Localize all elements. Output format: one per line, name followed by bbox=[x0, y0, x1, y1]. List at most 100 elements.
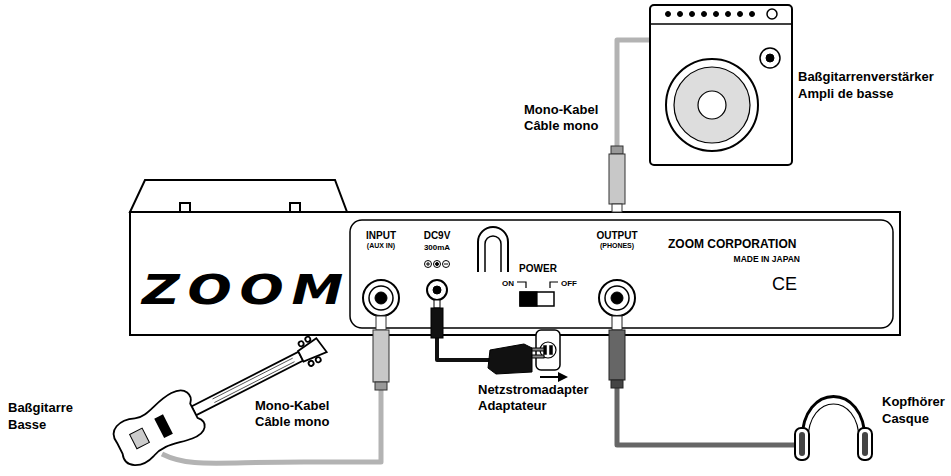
panel-label: DC9V bbox=[377, 230, 497, 242]
power-adapter-part bbox=[532, 348, 544, 351]
bass-amplifier-part bbox=[650, 5, 792, 165]
device-caption: Baßgitarre bbox=[8, 400, 73, 416]
cable-label: Mono-Kabel Câble mono bbox=[255, 398, 341, 430]
input-jack-part bbox=[363, 280, 399, 316]
polarity-symbol-part bbox=[436, 263, 439, 266]
polarity-symbol-part bbox=[443, 261, 450, 268]
power-switch-part bbox=[550, 282, 558, 288]
bass-amplifier-part bbox=[678, 12, 683, 17]
device-caption: Adaptateur bbox=[478, 398, 547, 414]
input-jack-part bbox=[375, 292, 387, 304]
bass-guitar-cable bbox=[162, 454, 304, 463]
bass-guitar-part bbox=[304, 336, 311, 343]
bass-amplifier-part bbox=[750, 12, 755, 17]
bass-amplifier-part bbox=[738, 12, 743, 17]
input-plug-part bbox=[376, 316, 386, 330]
headphones bbox=[795, 397, 872, 461]
bass-amplifier-part bbox=[666, 12, 671, 17]
bass-guitar-part bbox=[297, 337, 327, 363]
device-caption: Baßgitarrenverstärker bbox=[798, 69, 934, 85]
bass-guitar-part bbox=[213, 358, 293, 399]
dc-jack-part bbox=[427, 280, 447, 300]
bass-amplifier-part bbox=[674, 67, 750, 143]
panel-label: INPUT bbox=[321, 230, 441, 242]
plug-in-arrow-part bbox=[540, 376, 560, 378]
dc-jack-part bbox=[433, 286, 441, 294]
cable-hook-part bbox=[478, 227, 508, 272]
input-plug bbox=[373, 316, 389, 390]
bass-guitar-cable-part bbox=[162, 454, 304, 463]
device-caption: Basse bbox=[8, 417, 46, 433]
panel-label: OUTPUT bbox=[557, 230, 677, 242]
panel-label: (AUX IN) bbox=[321, 242, 441, 250]
bass-amplifier-part bbox=[766, 54, 774, 62]
bass-amplifier-part bbox=[650, 23, 792, 25]
cable-hook bbox=[478, 227, 508, 272]
bass-amplifier-part bbox=[726, 12, 731, 17]
polarity-symbol-part bbox=[425, 261, 432, 268]
effects-pedal-node: ZOOMINPUT(AUX IN)DC9V300mAPOWERONOFFOUTP… bbox=[130, 212, 900, 335]
input-plug-part bbox=[373, 330, 389, 382]
panel-label: CE bbox=[772, 274, 797, 296]
dc-jack bbox=[427, 280, 447, 300]
headphone-plug-part bbox=[611, 380, 623, 388]
headphones-part bbox=[862, 432, 868, 456]
power-adapter bbox=[488, 344, 544, 374]
output-jack bbox=[599, 280, 635, 316]
power-switch-part bbox=[520, 292, 537, 306]
input-jack-part bbox=[369, 286, 393, 310]
power-switch-part bbox=[520, 292, 554, 306]
pedal-housing-part bbox=[130, 180, 347, 212]
bass-guitar-part bbox=[315, 356, 322, 363]
polarity-symbol-part bbox=[444, 264, 448, 265]
polarity-symbol bbox=[425, 261, 450, 268]
headphones-part bbox=[802, 397, 865, 441]
bass-amplifier-part bbox=[714, 12, 719, 17]
device-caption: Kopfhörer bbox=[882, 394, 945, 410]
headphones-part bbox=[799, 432, 805, 456]
output-jack-part bbox=[611, 292, 623, 304]
cable bbox=[617, 335, 788, 445]
power-adapter-node: NetzstromadapterAdaptateur bbox=[470, 340, 630, 420]
amp-plug bbox=[609, 146, 625, 212]
polarity-symbol-part bbox=[428, 262, 429, 266]
amp-plug-part bbox=[612, 204, 622, 212]
bass-amplifier-part bbox=[698, 91, 726, 119]
cable-hook-part bbox=[485, 236, 501, 272]
cable bbox=[437, 335, 470, 360]
bass-amplifier-part bbox=[767, 9, 777, 19]
headphones-part bbox=[858, 428, 872, 460]
panel-label: OFF bbox=[561, 279, 577, 289]
input-jack bbox=[363, 280, 399, 316]
panel-label: (PHONES) bbox=[557, 242, 677, 250]
power-switch-part bbox=[517, 282, 526, 288]
bass-guitar-part bbox=[214, 362, 294, 403]
panel-label: MADE IN JAPAN bbox=[640, 254, 800, 264]
pedal-housing bbox=[130, 180, 900, 335]
wall-outlet-part bbox=[550, 346, 552, 354]
output-jack-part bbox=[599, 280, 635, 316]
pedal-housing-part bbox=[180, 203, 190, 212]
headphone-plug bbox=[609, 316, 625, 388]
dc-plug-part bbox=[431, 308, 443, 338]
bass-amplifier-part bbox=[690, 12, 695, 17]
headphones-part bbox=[808, 404, 859, 440]
power-adapter-part bbox=[488, 344, 532, 374]
headphone-plug-part bbox=[612, 316, 622, 330]
amp-plug-part bbox=[609, 154, 625, 204]
headphones-node: KopfhörerCasque bbox=[788, 372, 948, 472]
bass-guitar-part bbox=[130, 428, 150, 449]
output-jack-part bbox=[605, 286, 629, 310]
bass-amplifier-part bbox=[760, 48, 780, 68]
panel-label: POWER bbox=[478, 263, 598, 275]
device-caption: Casque bbox=[882, 411, 929, 427]
bass-guitar-part bbox=[155, 415, 171, 436]
bass-guitar-part bbox=[298, 340, 305, 347]
bass-amplifier-part bbox=[702, 12, 707, 17]
power-switch bbox=[517, 282, 558, 306]
bass-guitar-part bbox=[308, 360, 315, 367]
bass-amplifier-node: BaßgitarrenverstärkerAmpli de basse bbox=[650, 5, 948, 165]
amp-plug-part bbox=[611, 146, 623, 154]
panel-label: ON bbox=[502, 279, 514, 289]
bass-amplifier bbox=[650, 5, 792, 165]
